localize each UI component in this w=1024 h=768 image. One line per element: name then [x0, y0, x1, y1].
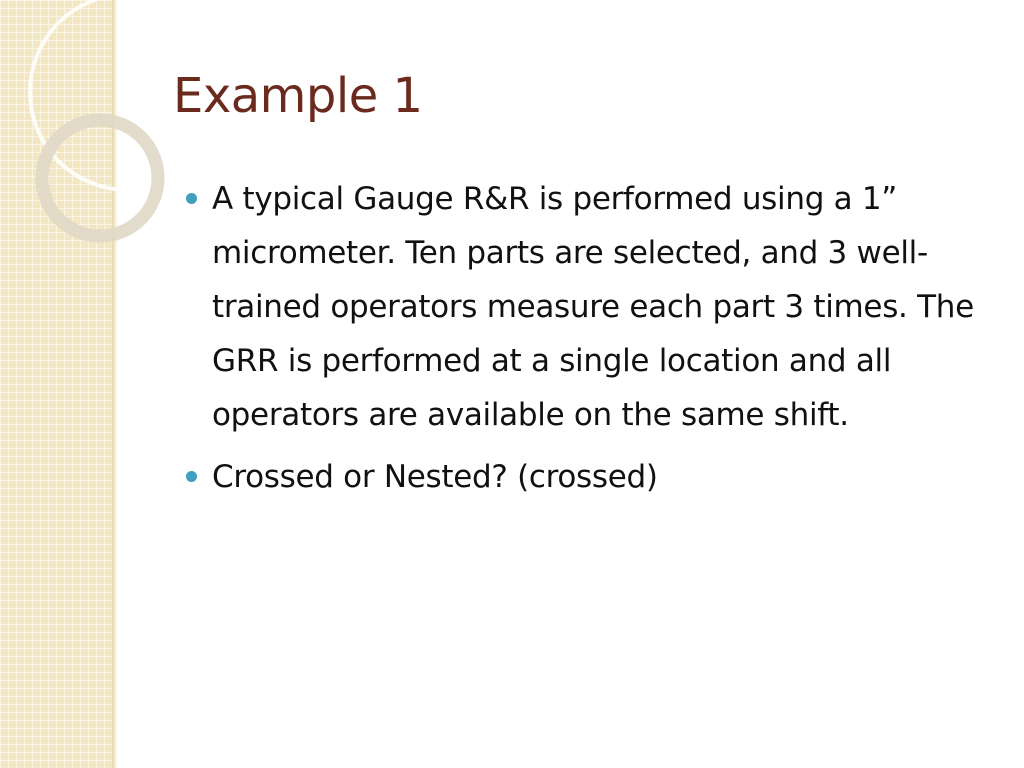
side-band-edge [112, 0, 118, 768]
slide-title: Example 1 [173, 68, 423, 124]
decorative-rings [28, 0, 228, 243]
bullet-dot-icon [186, 193, 197, 204]
bullet-item: Crossed or Nested? (crossed) [184, 450, 994, 504]
bullet-text: Crossed or Nested? (crossed) [212, 459, 658, 495]
decorative-side-band [0, 0, 112, 768]
decorative-ring-small [35, 113, 165, 243]
decorative-ring-large [28, 0, 228, 192]
bullet-text: A typical Gauge R&R is performed using a… [212, 181, 974, 433]
bullet-dot-icon [186, 471, 197, 482]
bullet-list: A typical Gauge R&R is performed using a… [184, 172, 994, 512]
bullet-item: A typical Gauge R&R is performed using a… [184, 172, 994, 442]
